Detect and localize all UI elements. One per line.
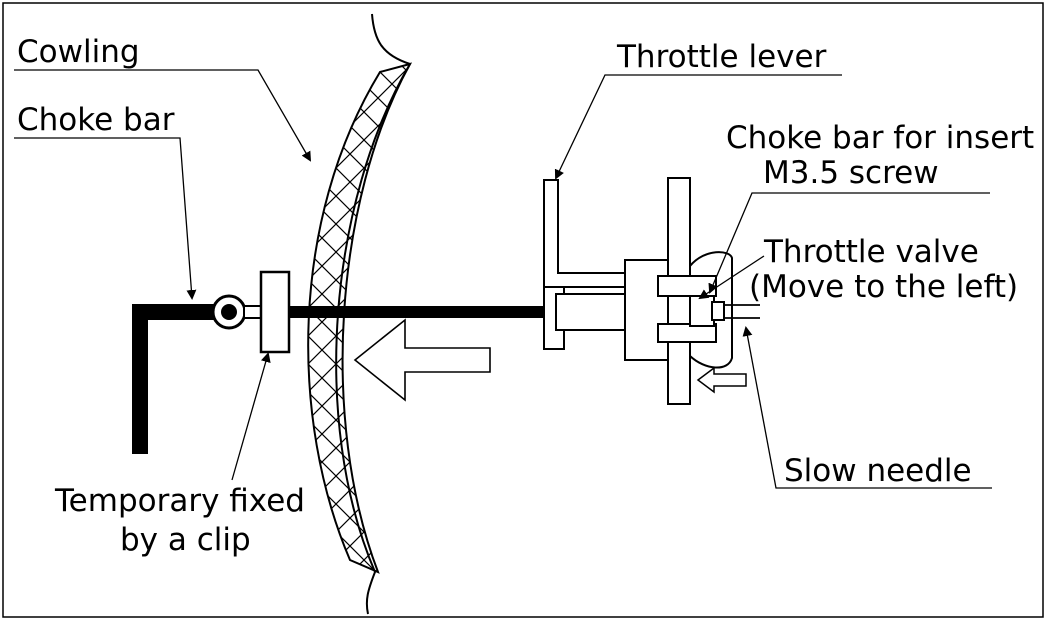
left-arrow-small [696,366,747,394]
choke-bar-link [243,305,263,319]
label-clip-2: by a clip [120,522,251,558]
slow-needle [724,304,760,319]
cowling-wall [307,13,413,615]
cowling-flange [259,270,291,354]
label-throttle-valve-2: (Move to the left) [749,269,1018,305]
clip-ring [211,294,247,330]
leader-lines [14,69,992,489]
label-choke-bar: Choke bar [17,102,175,138]
label-clip-1: Temporary fixed [54,483,305,519]
left-arrow-large [353,318,491,402]
throttle-lever [543,179,626,288]
label-throttle-lever: Throttle lever [616,39,827,75]
label-choke-insert-1: Choke bar for insert [726,120,1034,156]
label-choke-insert-2: M3.5 screw [763,155,939,191]
label-throttle-valve-1: Throttle valve [763,234,979,270]
label-slow-needle: Slow needle [784,453,972,489]
carburetor-body [543,177,733,405]
choke-bar-l-shape [132,304,215,454]
label-cowling: Cowling [17,34,140,70]
